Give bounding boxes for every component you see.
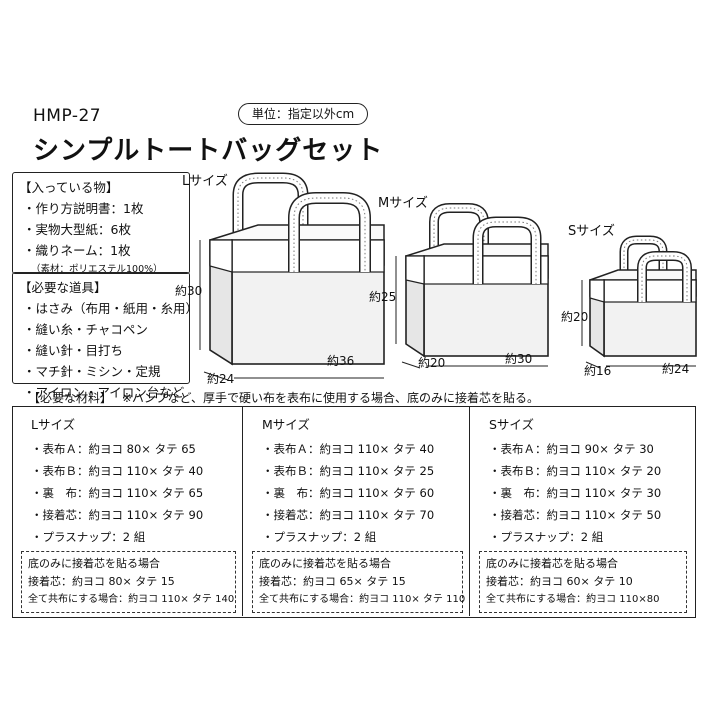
materials-table	[12, 406, 696, 618]
product-code: HMP-27	[33, 106, 102, 126]
column-divider	[242, 406, 243, 616]
materials-title: 【必要な材料】	[28, 391, 113, 405]
note-line: 接着芯：約ヨコ 80× タテ 15	[28, 575, 175, 588]
page-title: シンプルトートバッグセット	[33, 136, 384, 166]
list-item: ・プラスナップ：2 組	[489, 530, 604, 544]
bag-l-label: Lサイズ	[182, 174, 228, 189]
list-item: ・縫い針・目打ち	[23, 343, 124, 358]
tools-box: 【必要な道具】 ・はさみ（布用・紙用・糸用） ・縫い糸・チャコペン ・縫い針・目…	[12, 272, 198, 400]
list-item: ・裏 布：約ヨコ 110× タテ 60	[262, 486, 435, 500]
list-item: ・プラスナップ：2 組	[262, 530, 377, 544]
bag-l-height: 約30	[175, 284, 203, 298]
list-item: ・接着芯：約ヨコ 110× タテ 90	[31, 508, 204, 522]
note-line: 接着芯：約ヨコ 65× タテ 15	[259, 575, 406, 588]
unit-badge: 単位：指定以外cm	[238, 103, 368, 125]
bag-illustrations	[199, 172, 697, 381]
bag-s-label: Sサイズ	[568, 224, 615, 239]
materials-list: ・表布Ａ：約ヨコ 90× タテ 30 ・表布Ｂ：約ヨコ 110× タテ 20 ・…	[471, 441, 693, 545]
bag-l-illustration	[199, 172, 385, 381]
list-item: ・マチ針・ミシン・定規	[23, 364, 161, 379]
list-item: ・実物大型紙：6枚	[23, 222, 131, 237]
bag-s-width: 約24	[662, 362, 690, 376]
list-item: ・はさみ（布用・紙用・糸用）	[23, 301, 199, 316]
list-item: ・アイロン・アイロン台など	[23, 385, 185, 400]
bag-s-depth: 約16	[584, 364, 612, 378]
list-item: ・プラスナップ：2 組	[31, 530, 146, 544]
bag-l-width: 約36	[327, 354, 355, 368]
note-small: 全て共布にする場合：約ヨコ 110× タテ 140	[28, 594, 235, 605]
materials-note: ※ハンプなど、厚手で硬い布を表布に使用する場合、底のみに接着芯を貼る。	[121, 391, 539, 405]
interfacing-note-box: 底のみに接着芯を貼る場合 接着芯：約ヨコ 80× タテ 15 全て共布にする場合…	[21, 551, 236, 613]
list-item: ・接着芯：約ヨコ 110× タテ 70	[262, 508, 435, 522]
list-item: ・表布Ｂ：約ヨコ 110× タテ 25	[262, 464, 435, 478]
bag-m-height: 約25	[369, 290, 397, 304]
included-list: ・作り方説明書：1枚 ・実物大型紙：6枚 ・織りネーム：1枚 （素材：ポリエステ…	[13, 198, 189, 275]
column-divider	[469, 406, 470, 616]
materials-column-s: Sサイズ ・表布Ａ：約ヨコ 90× タテ 30 ・表布Ｂ：約ヨコ 110× タテ…	[471, 406, 693, 616]
note-small: 全て共布にする場合：約ヨコ 110× タテ 110	[259, 594, 466, 605]
materials-list: ・表布Ａ：約ヨコ 80× タテ 65 ・表布Ｂ：約ヨコ 110× タテ 40 ・…	[13, 441, 242, 545]
material-note: （素材：ポリエステル100%）	[31, 264, 163, 275]
column-title: Lサイズ	[31, 417, 76, 432]
included-box: 【入っている物】 ・作り方説明書：1枚 ・実物大型紙：6枚 ・織りネーム：1枚 …	[12, 172, 190, 275]
bag-s-illustration	[581, 235, 697, 369]
bag-m-illustration	[395, 203, 549, 369]
bag-m-depth: 約20	[418, 356, 446, 370]
list-item: ・表布Ａ：約ヨコ 110× タテ 40	[262, 442, 435, 456]
note-title: 底のみに接着芯を貼る場合	[28, 557, 160, 570]
bag-l-depth: 約24	[207, 372, 235, 386]
column-title: Mサイズ	[262, 417, 310, 432]
materials-column-l: Lサイズ ・表布Ａ：約ヨコ 80× タテ 65 ・表布Ｂ：約ヨコ 110× タテ…	[13, 406, 242, 616]
note-title: 底のみに接着芯を貼る場合	[259, 557, 391, 570]
note-title: 底のみに接着芯を貼る場合	[486, 557, 618, 570]
bag-m-label: Mサイズ	[378, 196, 428, 211]
bag-m-width: 約30	[505, 352, 533, 366]
interfacing-note-box: 底のみに接着芯を貼る場合 接着芯：約ヨコ 65× タテ 15 全て共布にする場合…	[252, 551, 466, 613]
materials-column-m: Mサイズ ・表布Ａ：約ヨコ 110× タテ 40 ・表布Ｂ：約ヨコ 110× タ…	[244, 406, 469, 616]
note-small: 全て共布にする場合：約ヨコ 110×80	[486, 594, 660, 605]
materials-list: ・表布Ａ：約ヨコ 110× タテ 40 ・表布Ｂ：約ヨコ 110× タテ 25 …	[244, 441, 469, 545]
list-item: ・表布Ａ：約ヨコ 80× タテ 65	[31, 442, 196, 456]
materials-heading: 【必要な材料】 ※ハンプなど、厚手で硬い布を表布に使用する場合、底のみに接着芯を…	[28, 389, 539, 406]
list-item: ・裏 布：約ヨコ 110× タテ 30	[489, 486, 662, 500]
list-item: ・作り方説明書：1枚	[23, 201, 144, 216]
note-line: 接着芯：約ヨコ 60× タテ 10	[486, 575, 633, 588]
list-item: ・表布Ｂ：約ヨコ 110× タテ 20	[489, 464, 662, 478]
tools-list: ・はさみ（布用・紙用・糸用） ・縫い糸・チャコペン ・縫い針・目打ち ・マチ針・…	[13, 298, 199, 401]
list-item: ・表布Ｂ：約ヨコ 110× タテ 40	[31, 464, 204, 478]
list-item: ・表布Ａ：約ヨコ 90× タテ 30	[489, 442, 654, 456]
list-item: ・縫い糸・チャコペン	[23, 322, 148, 337]
bag-s-height: 約20	[561, 310, 589, 324]
included-heading: 【入っている物】	[19, 180, 119, 195]
list-item: ・裏 布：約ヨコ 110× タテ 65	[31, 486, 204, 500]
interfacing-note-box: 底のみに接着芯を貼る場合 接着芯：約ヨコ 60× タテ 10 全て共布にする場合…	[479, 551, 687, 613]
list-item: ・織りネーム：1枚	[23, 243, 131, 258]
tools-heading: 【必要な道具】	[19, 280, 107, 295]
list-item: ・接着芯：約ヨコ 110× タテ 50	[489, 508, 662, 522]
column-title: Sサイズ	[489, 417, 535, 432]
